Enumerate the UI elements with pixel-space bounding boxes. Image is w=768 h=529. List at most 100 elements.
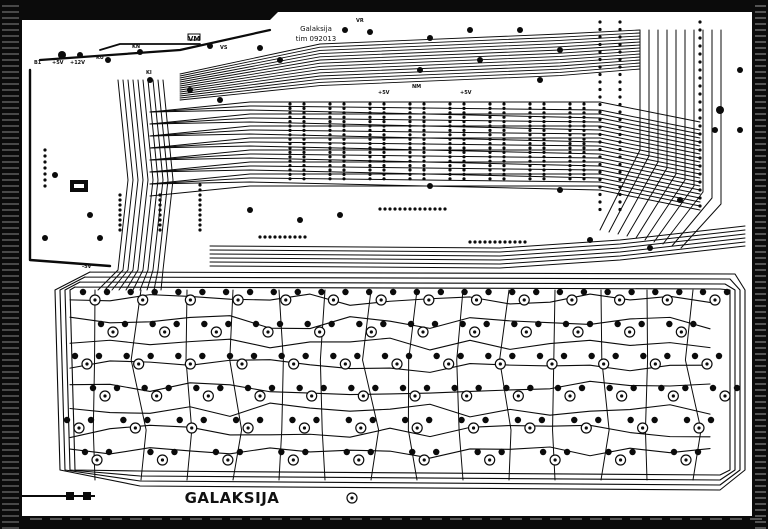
ic-pin [528, 102, 532, 106]
ic-pin [342, 106, 346, 110]
ic-pin [448, 133, 452, 137]
ic-pin [383, 207, 387, 211]
ic-pin [488, 177, 492, 181]
key-contact [127, 288, 134, 296]
ic-pin [342, 120, 346, 124]
key-pad-hole [292, 362, 296, 366]
key-contact [482, 416, 489, 424]
key-contact [664, 352, 671, 360]
key-contact [149, 320, 156, 328]
key-contact [367, 448, 374, 456]
ic-pin [258, 235, 262, 239]
keyboard-row-trace [69, 315, 711, 330]
component-pad [427, 183, 433, 189]
bus-trace [149, 101, 701, 123]
upper-bus-trace [179, 68, 641, 101]
key-contact [232, 416, 240, 424]
component-pad [677, 197, 683, 203]
ic-pin [502, 177, 506, 181]
key-contact [113, 384, 121, 392]
ic-pin [388, 207, 392, 211]
key-contact [304, 320, 311, 328]
key-contact [629, 448, 636, 456]
key-contact [527, 384, 534, 392]
ic-pin [43, 166, 47, 170]
ic-pin [488, 146, 492, 150]
key-contact [670, 448, 678, 456]
label-plus12v: +12V [70, 60, 85, 66]
ic-pin [598, 207, 602, 212]
ic-pin [528, 146, 532, 150]
key-contact [733, 384, 741, 392]
ic-pin [302, 155, 306, 159]
key-contact [666, 320, 673, 328]
ic-pin [342, 142, 346, 146]
component-pad [647, 245, 653, 251]
ic-pin [403, 207, 407, 211]
label-vm: VM [188, 35, 200, 43]
component-pad [716, 106, 724, 114]
key-contact [588, 352, 595, 360]
right-trace [680, 29, 722, 249]
ic-pin [698, 108, 702, 112]
key-pad-hole [236, 298, 240, 302]
ic-pin [382, 168, 386, 172]
ic-pin [698, 116, 702, 120]
component-pad [297, 217, 303, 223]
ic-pin [382, 115, 386, 119]
ic-pin [542, 155, 546, 159]
key-pad-hole [641, 426, 645, 430]
ic-pin [502, 102, 506, 106]
ic-pin [422, 150, 426, 154]
ic-pin [368, 164, 372, 168]
ic-pin [342, 150, 346, 154]
component-pad [537, 77, 543, 83]
board-revision: tim 092013 [296, 35, 336, 43]
ic-pin [618, 170, 622, 174]
key-contact [562, 320, 570, 328]
right-trace [662, 29, 704, 245]
ic-pin [598, 50, 602, 54]
vertical-bus-trace [132, 79, 154, 291]
key-contact [437, 288, 445, 296]
ic-pin [502, 128, 506, 132]
ic-pin [198, 213, 202, 217]
key-pad-hole [318, 330, 322, 334]
ic-pin [298, 235, 302, 239]
ic-pin [542, 128, 546, 132]
ic-pin [368, 133, 372, 137]
key-pad-hole [93, 298, 97, 302]
board-area [22, 12, 752, 516]
ic-pin [448, 102, 452, 106]
key-contact [431, 320, 439, 328]
key-contact [433, 448, 440, 456]
ic-pin [368, 115, 372, 119]
ic-pin [503, 240, 507, 244]
ic-pin [368, 120, 372, 124]
key-pad-hole [413, 394, 417, 398]
key-pad-hole [155, 394, 159, 398]
ic-pin [462, 150, 466, 154]
ic-pin [618, 72, 622, 77]
label-box [187, 33, 201, 41]
key-contact [407, 320, 415, 328]
component-pad [587, 237, 593, 243]
ic-pin [158, 228, 162, 232]
ic-pin [198, 203, 202, 207]
bus-trace [149, 137, 701, 159]
component-pad [187, 87, 193, 93]
key-pad-hole [576, 330, 580, 334]
key-contact [95, 352, 103, 360]
ic-pin [422, 133, 426, 137]
key-contact [425, 416, 433, 424]
component-pad [77, 52, 83, 58]
key-pad-hole [361, 394, 365, 398]
ic-pin [118, 208, 122, 212]
ic-pin [488, 164, 492, 168]
component-pad [337, 212, 343, 218]
key-pad-hole [415, 426, 419, 430]
ic-pin [542, 146, 546, 150]
vertical-bus-trace [139, 79, 159, 291]
key-contact [289, 416, 296, 424]
